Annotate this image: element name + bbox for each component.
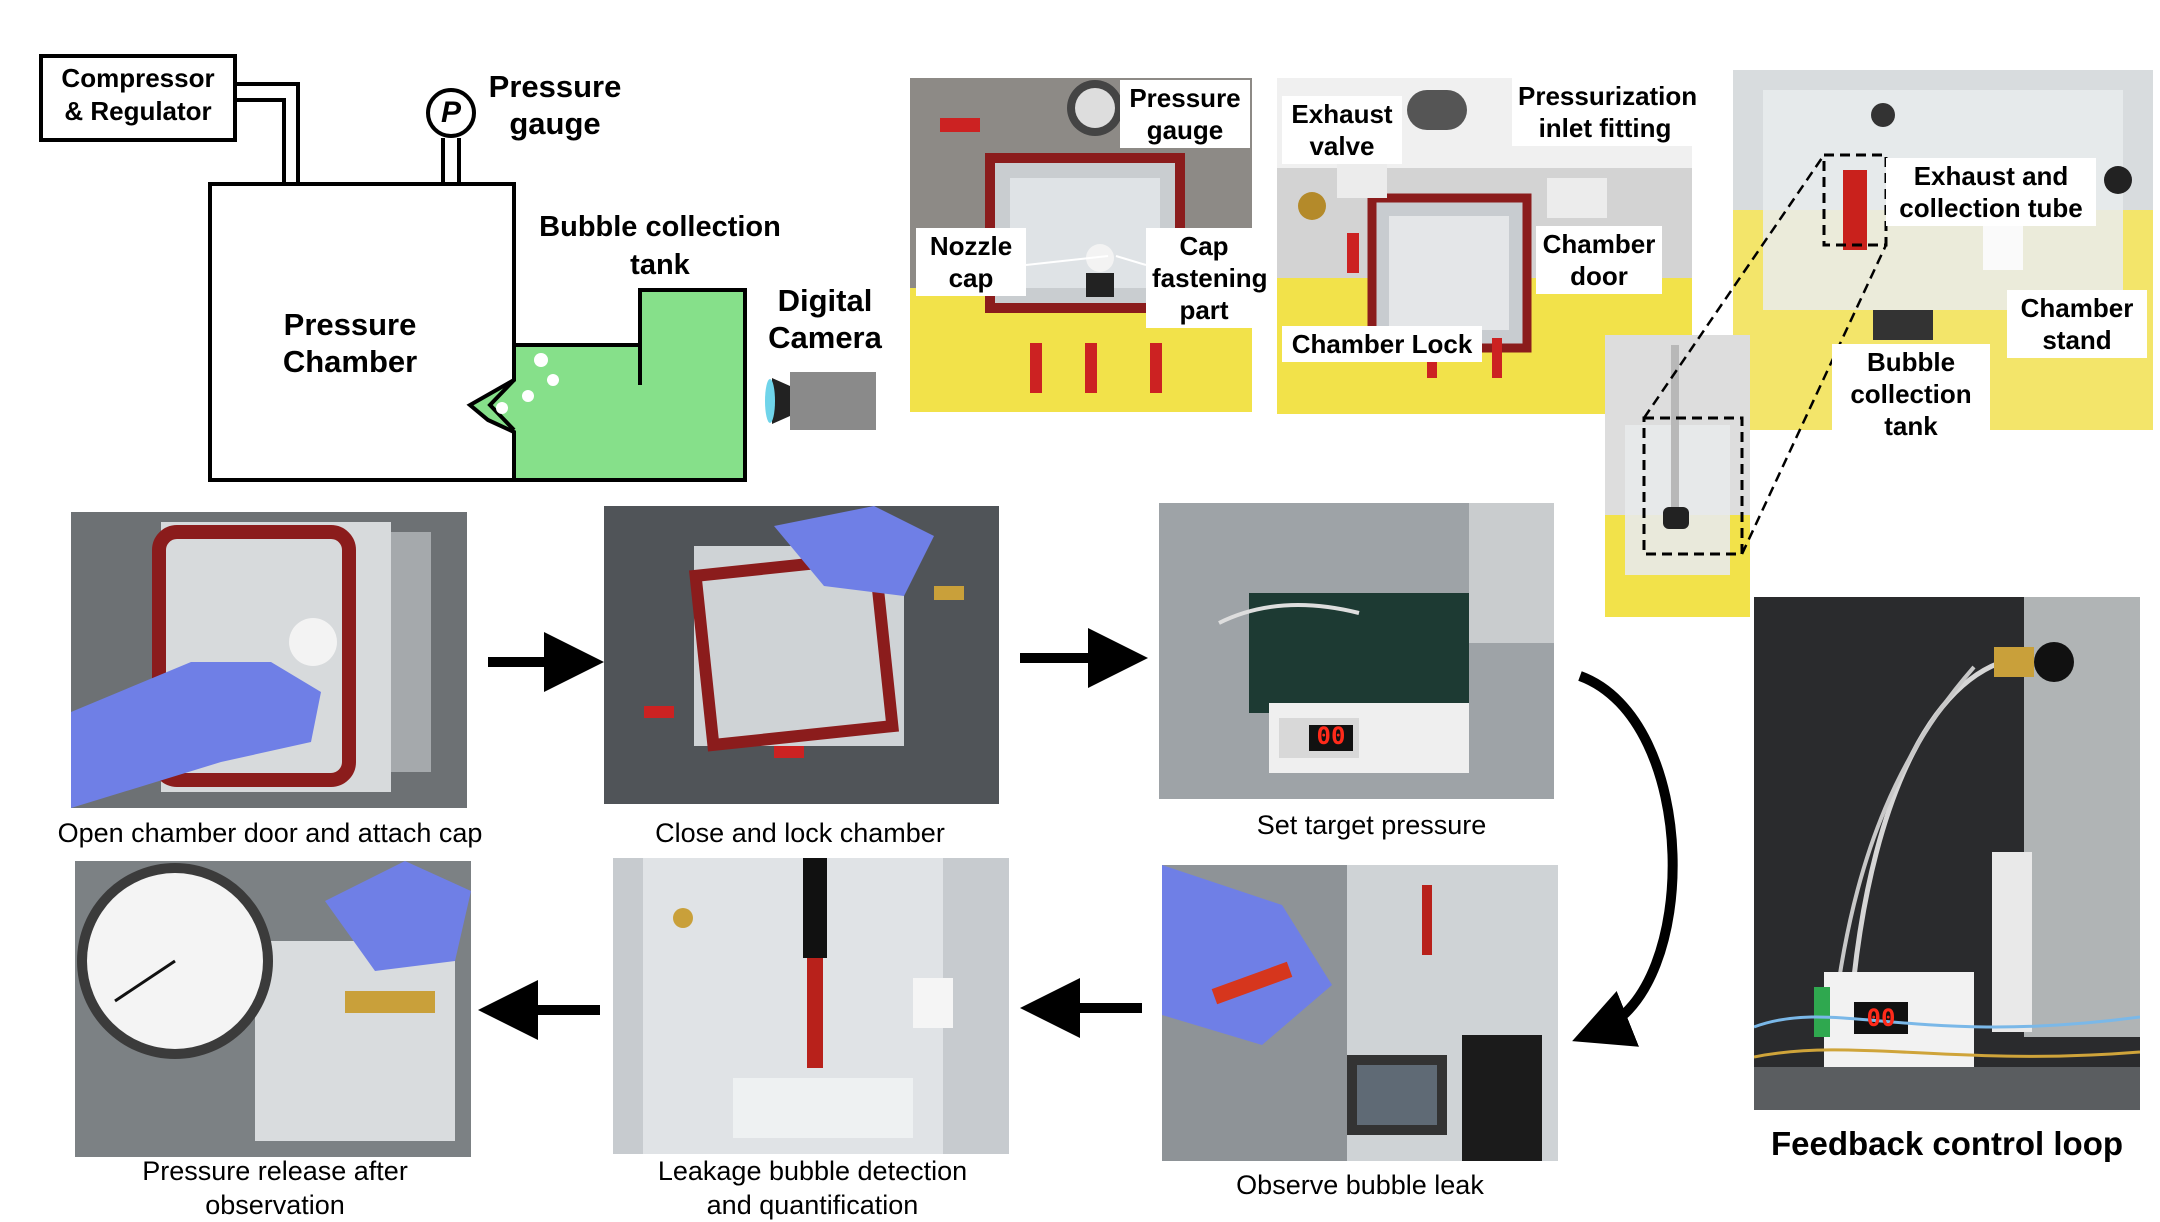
nozzle-pointer-lines [1025,255,1147,266]
step2-caption: Close and lock chamber [655,818,945,848]
arrow-step3-to-step4 [1572,671,1678,1047]
feedback-loop-label: Feedback control loop [1770,1125,2124,1162]
step3-caption: Set target pressure [1256,810,1487,840]
schematic-lines [39,54,876,482]
step1-caption: Open chamber door and attach cap [57,818,483,848]
label-exhaust-tube: Exhaust and collection tube [1886,158,2096,226]
schematic-diagram: Compressor & Regulator P Pressure gauge … [0,0,900,500]
label-pressure-gauge-1: Pressure gauge [1120,80,1250,148]
step4-caption: Observe bubble leak [1236,1170,1484,1200]
step1-photo [71,512,467,808]
gauge-label: Pressure gauge [488,69,622,141]
label-chamber-stand: Chamber stand [2007,290,2147,358]
zoom-callout-lines [1642,153,1888,556]
step3-photo: 00 [1159,503,1554,799]
step6-photo [75,861,471,1157]
label-chamber-lock: Chamber Lock [1282,326,1482,362]
label-cap-fastening: Cap fastening part [1146,228,1268,328]
feedback-display: 00 [1866,1004,1896,1032]
label-inlet-fitting: Pressurization inlet fitting [1512,78,1698,146]
camera-label: Digital Camera [768,283,882,355]
compressor-label: Compressor & Regulator [61,63,215,126]
step2-photo [604,506,999,804]
step3-display: 00 [1316,722,1346,750]
chamber-label: Pressure Chamber [282,307,418,379]
label-bubble-tank: Bubble collection tank [1832,344,1990,444]
bubble-tank-label: Bubble collection tank [539,211,781,281]
feedback-loop-photo: 00 [1754,597,2140,1110]
label-nozzle-cap: Nozzle cap [916,228,1026,296]
gauge-symbol: P [440,96,461,129]
label-chamber-door: Chamber door [1536,226,1662,294]
step5-photo [613,858,1009,1154]
label-exhaust-valve: Exhaust valve [1282,96,1402,164]
step4-photo [1162,865,1558,1161]
